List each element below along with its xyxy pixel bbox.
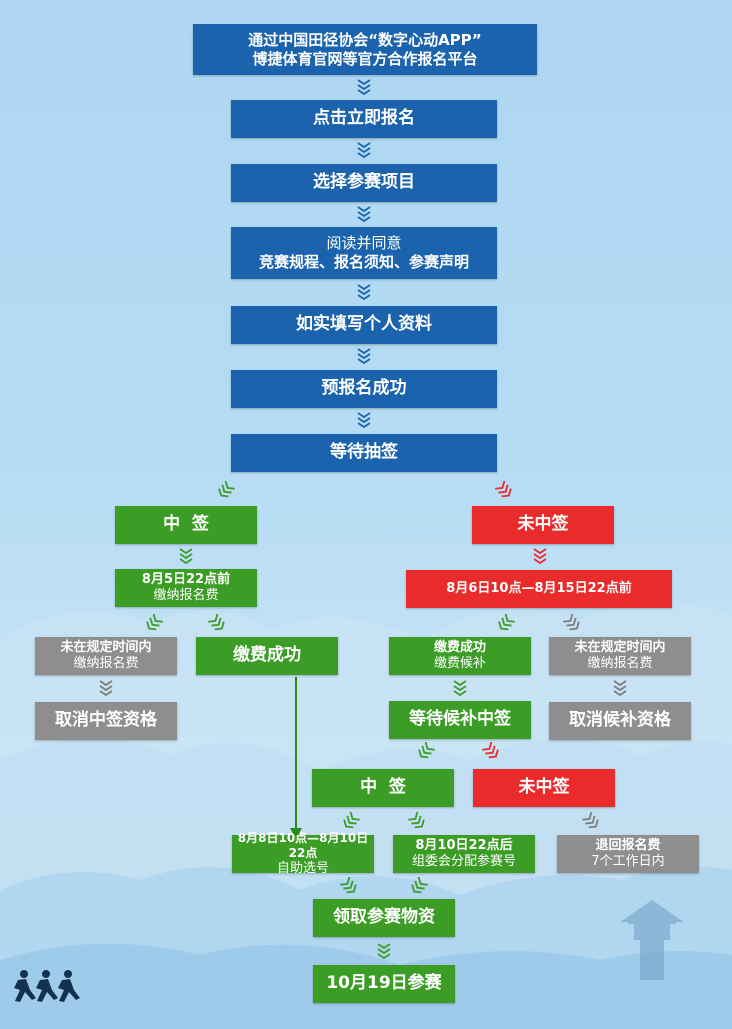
committee-assign-line1: 8月10日22点后 bbox=[415, 837, 513, 853]
cancel-win-box: 取消中签资格 bbox=[35, 702, 177, 740]
win-deadline-line2: 缴纳报名费 bbox=[153, 588, 219, 603]
prereg-success-box: 预报名成功 bbox=[231, 370, 497, 408]
platform-line2: 博捷体育官网等官方合作报名平台 bbox=[252, 49, 478, 68]
wait-waitlist-box: 等待候补中签 bbox=[389, 701, 531, 739]
lose-not-paid-box: 未在规定时间内 缴纳报名费 bbox=[549, 637, 691, 675]
self-select-line2: 自助选号 bbox=[276, 860, 329, 876]
win-deadline-box: 8月5日22点前 缴纳报名费 bbox=[115, 569, 257, 607]
lose-not-paid-line2: 缴纳报名费 bbox=[587, 656, 653, 671]
win-not-paid-line2: 缴纳报名费 bbox=[73, 656, 139, 671]
committee-assign-box: 8月10日22点后 组委会分配参赛号 bbox=[393, 835, 535, 873]
runners-logo bbox=[14, 970, 80, 1002]
cancel-waitlist-box: 取消候补资格 bbox=[549, 702, 691, 740]
read-agree-line2: 竞赛规程、报名须知、参赛声明 bbox=[258, 253, 469, 271]
committee-assign-line2: 组委会分配参赛号 bbox=[411, 854, 516, 869]
win-box: 中 签 bbox=[115, 506, 257, 544]
lose-paid-line2: 缴费候补 bbox=[433, 656, 486, 671]
self-select-box: 8月8日10点—8月10日22点 自助选号 bbox=[232, 831, 374, 876]
read-agree-line1: 阅读并同意 bbox=[326, 234, 402, 253]
lose-box: 未中签 bbox=[472, 506, 614, 544]
select-event-box: 选择参赛项目 bbox=[231, 164, 497, 202]
refund-line1: 退回报名费 bbox=[595, 837, 661, 853]
waitlist-win-box: 中 签 bbox=[312, 769, 454, 807]
lose-paid-line1: 缴费成功 bbox=[433, 639, 486, 655]
refund-line2: 7个工作日内 bbox=[591, 854, 665, 869]
win-deadline-line1: 8月5日22点前 bbox=[141, 571, 231, 587]
lose-paid-box: 缴费成功 缴费候补 bbox=[389, 637, 531, 675]
win-not-paid-line1: 未在规定时间内 bbox=[60, 639, 152, 655]
refund-box: 退回报名费 7个工作日内 bbox=[557, 835, 699, 873]
waitlist-lose-box: 未中签 bbox=[473, 769, 615, 807]
platform-box: 通过中国田径协会“数字心动APP” 博捷体育官网等官方合作报名平台 bbox=[193, 24, 537, 75]
race-day-box: 10月19日参赛 bbox=[313, 965, 455, 1003]
platform-line1: 通过中国田径协会“数字心动APP” bbox=[248, 30, 482, 49]
wait-lottery-box: 等待抽签 bbox=[231, 434, 497, 472]
collect-kit-box: 领取参赛物资 bbox=[313, 899, 455, 937]
self-select-line1: 8月8日10点—8月10日22点 bbox=[237, 830, 369, 860]
lose-window-box: 8月6日10点—8月15日22点前 bbox=[406, 570, 672, 608]
read-agree-box: 阅读并同意 竞赛规程、报名须知、参赛声明 bbox=[231, 227, 497, 279]
click-register-box: 点击立即报名 bbox=[231, 100, 497, 138]
fill-info-box: 如实填写个人资料 bbox=[231, 306, 497, 344]
win-paid-box: 缴费成功 bbox=[196, 637, 338, 675]
lose-not-paid-line1: 未在规定时间内 bbox=[574, 639, 666, 655]
win-not-paid-box: 未在规定时间内 缴纳报名费 bbox=[35, 637, 177, 675]
